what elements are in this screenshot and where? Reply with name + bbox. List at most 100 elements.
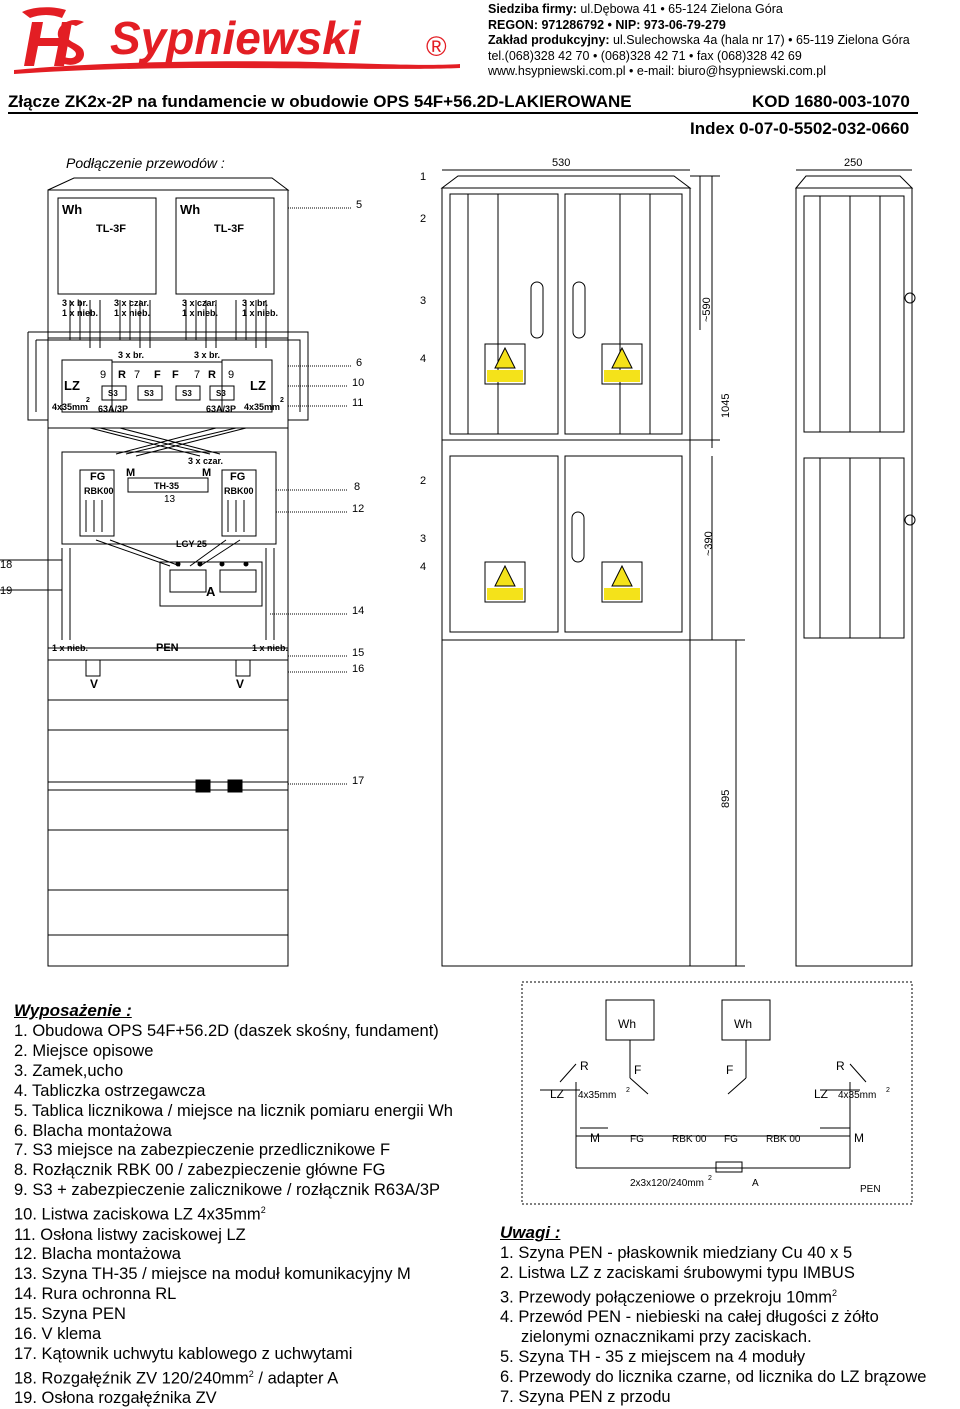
list-item: 10. Listwa zaciskowa LZ 4x35mm2 xyxy=(14,1205,266,1224)
fg-right: FG xyxy=(230,471,245,483)
svg-text:3 x czar.: 3 x czar. xyxy=(188,456,223,466)
svg-text:3: 3 xyxy=(420,533,426,545)
dimension-lines xyxy=(442,169,912,967)
svg-text:RBK 00: RBK 00 xyxy=(672,1134,707,1145)
registered-mark: ® xyxy=(426,31,447,62)
wiring-view xyxy=(0,177,309,967)
side-view xyxy=(794,175,916,967)
technical-drawing: Podłączenie przewodów : Wh Wh TL-3F TL-3… xyxy=(0,155,916,967)
list-item: 6. Przewody do licznika czarne, od liczn… xyxy=(500,1367,927,1386)
svg-text:13: 13 xyxy=(164,494,176,505)
svg-text:3 x czar.: 3 x czar. xyxy=(114,298,149,308)
svg-text:11: 11 xyxy=(352,397,363,409)
notes-list: 1. Szyna PEN - płaskownik miedziany Cu 4… xyxy=(500,1244,926,1408)
svg-text:4: 4 xyxy=(420,353,426,365)
svg-text:RBK00: RBK00 xyxy=(84,486,114,496)
company-header: Siedziba firmy: ul.Dębowa 41 • 65-124 Zi… xyxy=(488,2,910,80)
svg-text:LGY 25: LGY 25 xyxy=(176,539,207,549)
list-item: 16. V klema xyxy=(14,1325,102,1344)
list-item: 2. Listwa LZ z zaciskami śrubowymi typu … xyxy=(500,1263,855,1282)
svg-text:Sypniewski: Sypniewski xyxy=(110,12,362,64)
header-line-5: www.hsypniewski.com.pl • e-mail: biuro@h… xyxy=(488,64,827,78)
svg-text:3 x br.: 3 x br. xyxy=(62,298,88,308)
svg-text:A: A xyxy=(752,1178,759,1189)
svg-text:TH-35: TH-35 xyxy=(154,481,179,491)
svg-text:RBK 00: RBK 00 xyxy=(766,1134,801,1145)
svg-text:PEN: PEN xyxy=(156,642,179,654)
svg-text:63A/3P: 63A/3P xyxy=(98,404,128,414)
svg-text:2: 2 xyxy=(420,475,426,487)
svg-text:4x35mm: 4x35mm xyxy=(838,1090,876,1101)
list-item: 15. Szyna PEN xyxy=(14,1305,126,1324)
tl-label-left: TL-3F xyxy=(96,223,126,235)
svg-text:RBK00: RBK00 xyxy=(224,486,254,496)
svg-text:3 x czar.: 3 x czar. xyxy=(182,298,217,308)
svg-text:2: 2 xyxy=(708,1175,712,1182)
notes-title: Uwagi : xyxy=(500,1223,561,1242)
list-item: 5. Szyna TH - 35 z miejscem na 4 moduły xyxy=(500,1348,806,1367)
list-item: 18. Rozgałęźnik ZV 120/240mm2 / adapter … xyxy=(14,1368,339,1388)
svg-text:Wh: Wh xyxy=(734,1017,752,1031)
svg-text:F: F xyxy=(172,369,179,381)
header-line-3: Zakład produkcyjny: ul.Sulechowska 4a (h… xyxy=(488,33,910,47)
svg-text:1 x nieb.: 1 x nieb. xyxy=(52,643,88,653)
list-item: 6. Blacha montażowa xyxy=(14,1121,172,1140)
list-item: 2. Miejsce opisowe xyxy=(14,1041,154,1060)
equipment-list: 1. Obudowa OPS 54F+56.2D (daszek skośny,… xyxy=(14,1022,453,1409)
list-item: 3. Zamek,ucho xyxy=(14,1061,124,1080)
title-rule xyxy=(8,112,918,114)
meter-label-left: Wh xyxy=(62,202,82,217)
svg-text:15: 15 xyxy=(352,647,364,659)
svg-text:M: M xyxy=(590,1131,600,1145)
svg-text:V: V xyxy=(90,677,98,691)
list-item: 17. Kątownik uchwytu kablowego z uchwyta… xyxy=(14,1345,353,1363)
svg-text:Wh: Wh xyxy=(618,1017,636,1031)
svg-text:4: 4 xyxy=(420,561,426,573)
svg-text:530: 530 xyxy=(552,157,570,169)
single-line-schematic: Wh Wh R R F F LZ LZ 4x35mm 2 4x35mm 2 M … xyxy=(521,981,913,1205)
svg-text:6: 6 xyxy=(356,357,362,369)
svg-text:A: A xyxy=(206,584,216,599)
svg-text:4x35mm: 4x35mm xyxy=(52,402,88,412)
svg-text:1 x nieb.: 1 x nieb. xyxy=(242,308,278,318)
svg-text:M: M xyxy=(854,1131,864,1145)
svg-text:1 x nieb.: 1 x nieb. xyxy=(62,308,98,318)
fg-left: FG xyxy=(90,471,105,483)
svg-text:9: 9 xyxy=(100,369,106,381)
svg-text:S3: S3 xyxy=(108,389,118,398)
svg-text:250: 250 xyxy=(844,157,862,169)
svg-text:2: 2 xyxy=(626,1087,630,1094)
svg-text:R: R xyxy=(580,1059,589,1073)
wiring-heading: Podłączenie przewodów : xyxy=(66,155,225,171)
svg-text:18: 18 xyxy=(0,559,12,571)
svg-text:3 x br.: 3 x br. xyxy=(242,298,268,308)
list-item: 19. Osłona rozgałęźnika ZV xyxy=(14,1389,217,1408)
svg-text:R: R xyxy=(118,369,126,381)
list-item: 7. S3 miejsce na zabezpieczenie przedlic… xyxy=(14,1141,391,1160)
product-code: KOD 1680-003-1070 xyxy=(752,92,910,111)
svg-text:17: 17 xyxy=(352,775,364,787)
svg-text:F: F xyxy=(154,369,161,381)
list-item: 5. Tablica licznikowa / miejsce na liczn… xyxy=(14,1101,453,1120)
svg-text:5: 5 xyxy=(356,199,362,211)
svg-text:R: R xyxy=(836,1059,845,1073)
svg-text:M: M xyxy=(202,467,211,479)
svg-text:2: 2 xyxy=(280,397,284,404)
document-title: Złącze ZK2x-2P na fundamencie w obudowie… xyxy=(8,92,632,111)
list-item: 13. Szyna TH-35 / miejsce na moduł komun… xyxy=(14,1265,411,1284)
list-item: 8. Rozłącznik RBK 00 / zabezpieczenie gł… xyxy=(14,1161,386,1180)
svg-text:2: 2 xyxy=(886,1087,890,1094)
svg-text:LZ: LZ xyxy=(814,1087,828,1101)
svg-text:M: M xyxy=(126,467,135,479)
svg-text:19: 19 xyxy=(0,585,12,597)
list-item: 3. Przewody połączeniowe o przekroju 10m… xyxy=(500,1287,838,1307)
svg-text:1: 1 xyxy=(420,171,426,183)
list-item: 1. Szyna PEN - płaskownik miedziany Cu 4… xyxy=(500,1244,853,1262)
list-item: 12. Blacha montażowa xyxy=(14,1245,181,1264)
list-item: 9. S3 + zabezpieczenie zalicznikowe / ro… xyxy=(14,1181,441,1200)
svg-text:2x3x120/240mm: 2x3x120/240mm xyxy=(630,1178,704,1189)
header-line-4: tel.(068)328 42 70 • (068)328 42 71 • fa… xyxy=(488,48,802,63)
svg-text:3 x br.: 3 x br. xyxy=(194,350,220,360)
svg-text:9: 9 xyxy=(228,369,234,381)
svg-text:F: F xyxy=(634,1063,641,1077)
